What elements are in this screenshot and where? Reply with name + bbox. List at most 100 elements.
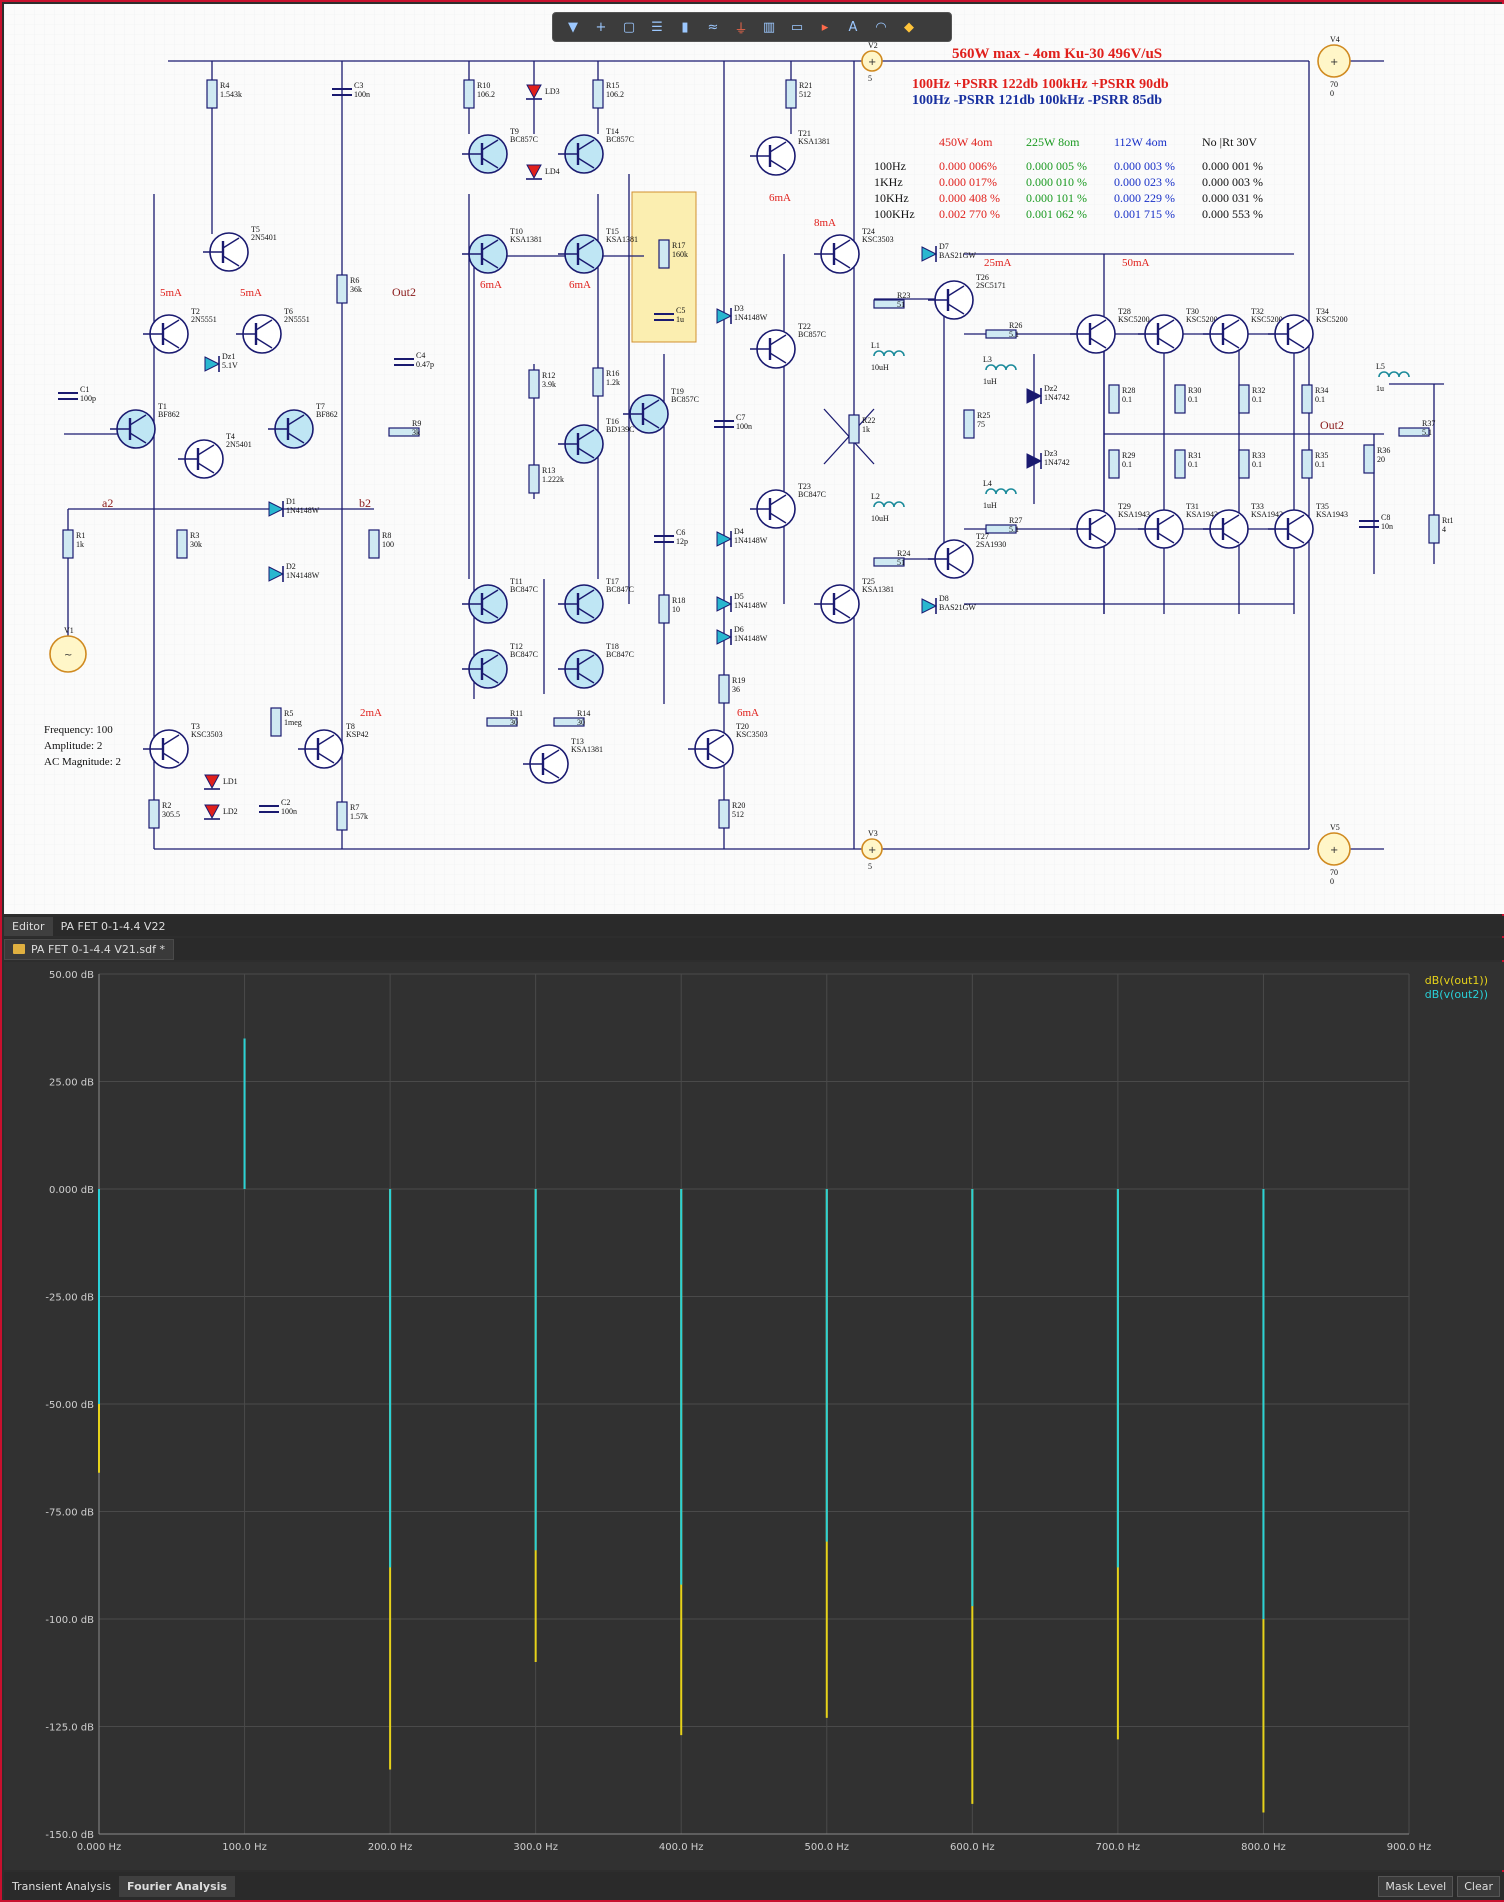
tab-editor[interactable]: Editor	[4, 916, 53, 936]
resistor-r4[interactable]: R41.543k	[206, 79, 242, 109]
highlight-icon[interactable]: ◆	[904, 19, 914, 35]
align-icon[interactable]: ☰	[651, 19, 663, 35]
tab-fourier-analysis[interactable]: Fourier Analysis	[119, 1875, 235, 1897]
led-ld2[interactable]: LD2	[204, 804, 238, 820]
power-icon[interactable]: ▸	[821, 19, 829, 35]
capacitor-c4[interactable]: C40.47p	[394, 351, 434, 369]
source-v2[interactable]: +V25	[861, 41, 883, 83]
legend-entry-out2[interactable]: dB(v(out2))	[1424, 988, 1488, 1001]
text-icon[interactable]: A	[848, 19, 858, 35]
clear-button[interactable]: Clear	[1457, 1875, 1500, 1897]
file-tab-sdf[interactable]: PA FET 0-1-4.4 V21.sdf *	[4, 938, 174, 960]
resistor-r7[interactable]: R71.57k	[336, 801, 368, 831]
select-rect-icon[interactable]: ▢	[622, 19, 636, 35]
led-ld1[interactable]: LD1	[204, 774, 238, 790]
component-icon[interactable]: ▮	[681, 19, 689, 35]
arc-icon[interactable]: ◠	[875, 19, 887, 35]
led-ld3[interactable]: LD3	[526, 84, 560, 100]
source-v1[interactable]: ~V1	[49, 626, 87, 673]
